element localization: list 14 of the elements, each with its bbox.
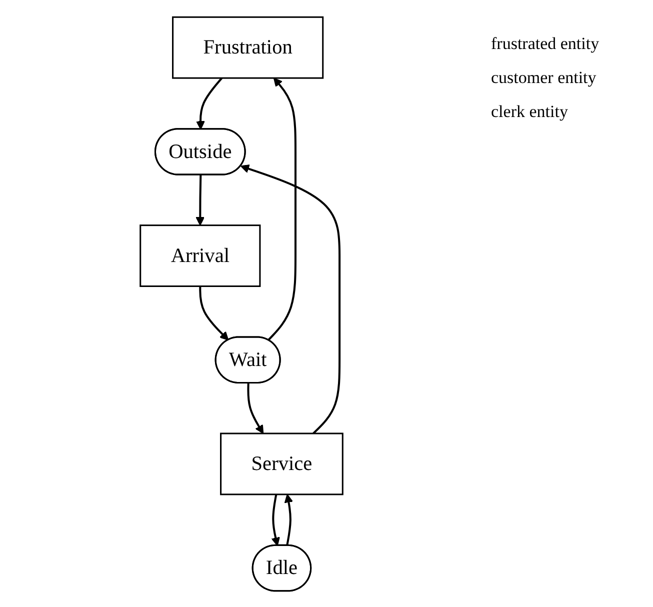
node-box: Arrival <box>140 224 261 286</box>
arrow <box>268 77 296 340</box>
arrow <box>196 76 223 130</box>
node-box: Service <box>220 432 344 495</box>
note-text: customer entity <box>491 68 598 88</box>
note-text: clerk entity <box>491 102 569 122</box>
note-text: frustrated entity <box>491 34 600 54</box>
arrow <box>284 494 294 546</box>
node-box: Frustration <box>172 16 324 78</box>
arrow <box>247 382 264 434</box>
arrow <box>196 174 205 226</box>
arrow <box>271 494 280 546</box>
arrow <box>199 286 229 340</box>
arrow <box>240 164 341 434</box>
